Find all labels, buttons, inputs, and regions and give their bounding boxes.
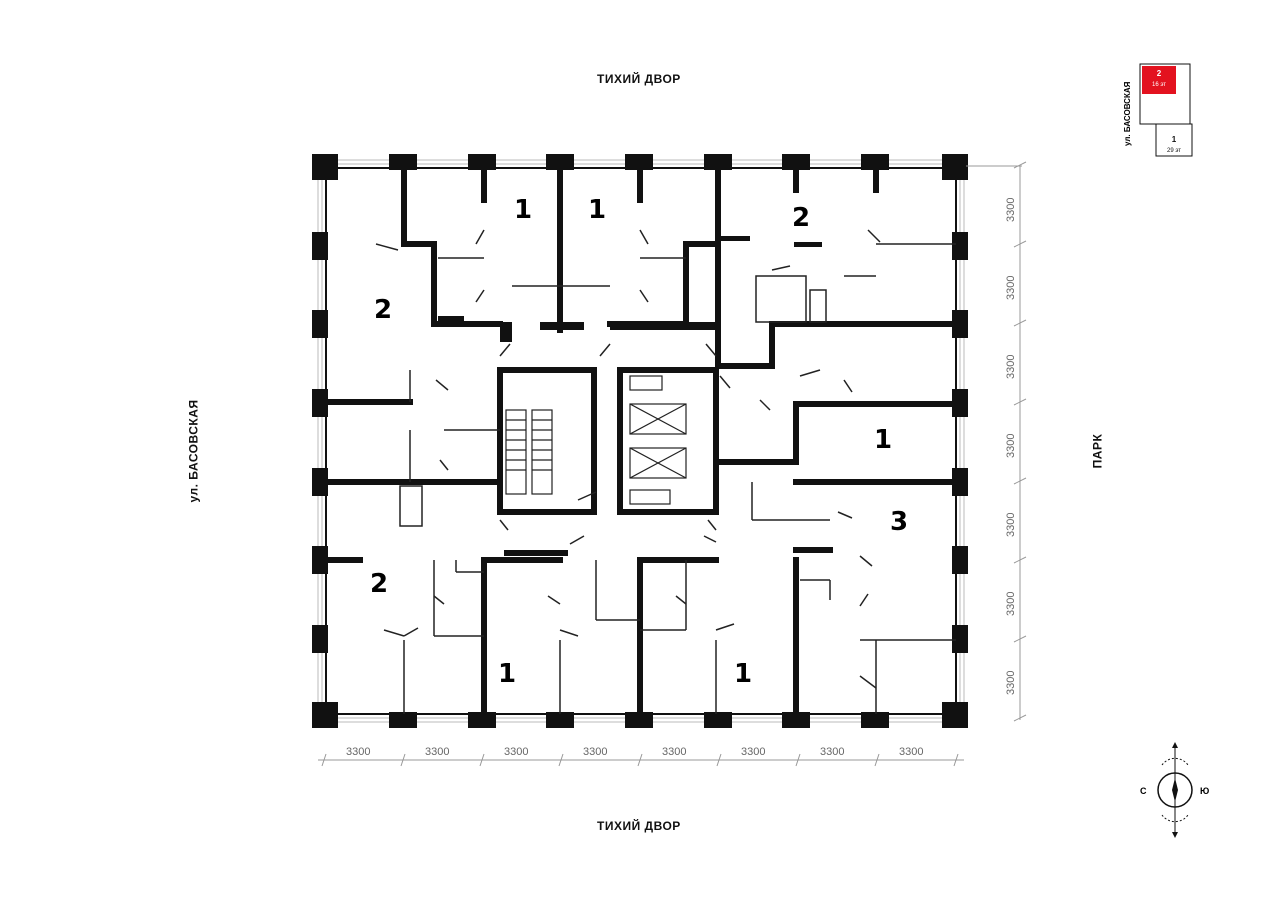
dimension-label: 3300 — [1005, 513, 1017, 537]
compass-west-label: С — [1140, 786, 1147, 796]
room-number: 1 — [514, 195, 532, 225]
partitions — [399, 243, 956, 714]
block-2-floors: 16 эт — [1152, 82, 1166, 88]
door-swings — [375, 229, 881, 689]
block-1-number: 1 — [1172, 135, 1177, 144]
bottom-dimension-line — [318, 753, 964, 767]
dimension-label: 3300 — [425, 746, 449, 758]
block-2-highlight — [1142, 66, 1176, 94]
site-mini-map: ул. БАСОВСКАЯ 2 16 эт 1 29 эт — [1123, 63, 1193, 157]
compass-rose-icon: С Ю — [1140, 742, 1209, 838]
room-number: 3 — [890, 507, 908, 537]
dimension-label: 3300 — [662, 746, 686, 758]
dimension-label: 3300 — [1005, 434, 1017, 458]
right-dimension-line — [966, 161, 1027, 722]
top-label: ТИХИЙ ДВОР — [597, 72, 681, 86]
room-number: 1 — [588, 195, 606, 225]
block-1-outline — [1155, 123, 1193, 157]
bottom-label: ТИХИЙ ДВОР — [597, 819, 681, 833]
core-detail — [505, 375, 687, 505]
dimension-label: 3300 — [820, 746, 844, 758]
dimension-label: 3300 — [899, 746, 923, 758]
dimension-label: 3300 — [1005, 198, 1017, 222]
dimension-label: 3300 — [504, 746, 528, 758]
room-number: 1 — [498, 659, 516, 689]
room-number: 2 — [370, 569, 388, 599]
room-number: 1 — [874, 425, 892, 455]
dimension-label: 3300 — [741, 746, 765, 758]
block-1-floors: 29 эт — [1167, 148, 1181, 154]
dimension-label: 3300 — [1005, 592, 1017, 616]
dimension-label: 3300 — [346, 746, 370, 758]
compass-east-label: Ю — [1200, 786, 1209, 796]
room-numbers: 1 1 2 2 1 3 2 1 1 — [370, 195, 908, 689]
mini-map-street-label: ул. БАСОВСКАЯ — [1123, 81, 1132, 146]
room-number: 2 — [792, 203, 810, 233]
dimension-label: 3300 — [1005, 671, 1017, 695]
dimension-label: 3300 — [583, 746, 607, 758]
dimension-label: 3300 — [1005, 355, 1017, 379]
walls — [325, 165, 959, 717]
room-number: 1 — [734, 659, 752, 689]
dimension-label: 3300 — [1005, 276, 1017, 300]
room-number: 2 — [374, 295, 392, 325]
block-2-number: 2 — [1157, 69, 1162, 78]
columns — [312, 154, 968, 728]
